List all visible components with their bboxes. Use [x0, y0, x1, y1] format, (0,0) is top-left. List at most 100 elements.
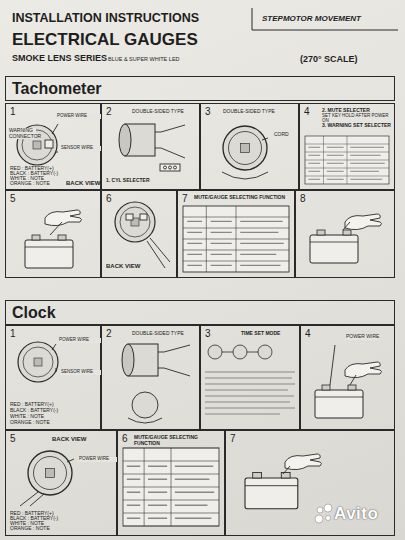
panel-note: DOUBLE-SIDED TYPE	[223, 109, 275, 115]
movement-type: STEPMOTOR MOVEMENT	[262, 15, 361, 24]
watermark-logo	[324, 504, 332, 512]
tacho-step2-figure	[160, 164, 180, 171]
step-number: 7	[230, 433, 236, 444]
clock-step4-figure	[315, 345, 382, 418]
step-number: 5	[10, 193, 16, 204]
tacho-step3-figure	[223, 126, 267, 170]
tacho-step6-figure	[115, 202, 155, 242]
clock-step7-figure	[245, 473, 298, 509]
section-title: Clock	[12, 304, 56, 322]
clock-step4-figure	[330, 345, 356, 385]
tacho-step2-figure	[169, 166, 172, 169]
step-panel: 7 MUTE/GAUGE SELECTING FUNCTION	[177, 190, 295, 278]
step-number: 1	[10, 106, 16, 117]
panel-note: POWER WIRE	[56, 114, 101, 119]
step-number: 2	[106, 328, 112, 339]
tacho-step1-figure	[52, 124, 58, 152]
tacho-step7-table	[183, 206, 289, 272]
clock-step7-figure	[245, 454, 322, 509]
clock-step3-figure	[208, 345, 222, 359]
clock-step5-figure	[28, 451, 72, 495]
step-number: 4	[305, 328, 311, 339]
panel-note: TIME SET MODE	[241, 331, 280, 337]
header-rule	[252, 8, 398, 30]
tacho-step5-figure	[25, 210, 82, 268]
step-number: 6	[122, 433, 128, 444]
tacho-step3-figure	[222, 172, 268, 179]
tacho-step8-figure	[345, 214, 382, 230]
clock-step3-figure	[258, 345, 272, 359]
tacho-step2-figure	[161, 125, 185, 158]
panel-note: MUTE/GAUGE SELECTING FUNCTION	[134, 435, 222, 446]
clock-step6-table	[123, 448, 219, 526]
panel-note: BLACK : BATTERY(-)	[10, 408, 58, 414]
step-number: 1	[10, 328, 16, 339]
watermark-logo	[315, 515, 323, 523]
panel-note: BACK VIEW	[106, 263, 140, 270]
series-note: BLUE & SUPER WHITE LED	[108, 56, 180, 62]
panel-note: WHITE : NOTE	[10, 414, 44, 420]
clock-step3-figure	[222, 352, 258, 353]
series-name: SMOKE LENS SERIES	[12, 54, 107, 64]
step-panel: 4POWER WIRE	[300, 325, 395, 430]
step-panel: 6 MUTE/GAUGE SELECTING FUNCTION	[117, 430, 225, 536]
tacho-step2-figure	[119, 124, 161, 156]
clock-step5-figure	[20, 459, 74, 506]
panel-note: 2. MUTE SELECTER	[322, 108, 392, 114]
panel-note: 1. CYL SELECTER	[106, 178, 150, 184]
step-number: 6	[106, 193, 112, 204]
step-panel: 5	[5, 190, 101, 278]
clock-step4-figure	[345, 362, 382, 378]
panel-note: POWER WIRE	[345, 334, 380, 340]
tacho-step3-figure	[222, 126, 268, 179]
tacho-step4-table	[305, 136, 389, 184]
step-panel: 2 DOUBLE-SIDED TYPE	[101, 325, 200, 430]
tacho-step2-figure	[164, 166, 167, 169]
step-panel: 3 TIME SET MODE	[200, 325, 300, 430]
tacho-step1-figure	[45, 140, 53, 148]
step-panel: 42. MUTE SELECTERSET KEY HOLD AFTER POWE…	[299, 103, 395, 190]
step-panel: 1POWER WIREWARNING CONNECTORSENSOR WIRER…	[5, 103, 101, 190]
clock-step5-figure	[20, 451, 74, 506]
scale-note: (270° SCALE)	[300, 55, 358, 65]
panel-note: POWER WIRE	[78, 457, 117, 462]
tacho-step2-figure	[119, 124, 185, 171]
clock-step1-figure	[52, 344, 56, 372]
step-panel: 6BACK VIEW	[101, 190, 177, 278]
tacho-step5-figure	[45, 210, 82, 226]
clock-step6-table	[123, 448, 219, 526]
step-panel: 5BACK VIEWPOWER WIRERED : BATTERY(+)BLAC…	[5, 430, 117, 536]
panel-note: WARNING CONNECTOR	[8, 128, 36, 139]
step-number: 8	[300, 193, 306, 204]
panel-note: BACK VIEW	[52, 436, 86, 443]
step-number: 4	[304, 106, 310, 117]
tacho-step5-figure	[25, 235, 73, 268]
section-band: Tachometer	[5, 76, 395, 101]
panel-note: DOUBLE-SIDED TYPE	[132, 331, 184, 337]
tacho-step6-figure	[140, 214, 147, 220]
panel-note: ORANGE : NOTE	[10, 420, 50, 426]
tacho-step8-figure	[310, 214, 382, 263]
panel-note: MUTE/GAUGE SELECTING FUNCTION	[194, 195, 292, 201]
clock-step2-figure	[122, 344, 164, 376]
watermark-logo	[315, 504, 332, 523]
panel-note: DOUBLE-SIDED TYPE	[132, 109, 184, 115]
step-panel: 2 DOUBLE-SIDED TYPE 1. CYL SELECTER	[101, 103, 200, 190]
tacho-step6-figure	[126, 214, 133, 220]
clock-step2-figure	[128, 418, 162, 423]
step-number: 3	[205, 328, 211, 339]
clock-step2-figure	[132, 392, 158, 418]
tacho-step7-table	[183, 206, 289, 272]
tacho-step6-figure	[147, 238, 170, 268]
tacho-step8-figure	[343, 222, 350, 230]
step-number: 7	[182, 193, 188, 204]
section-title: Tachometer	[12, 80, 102, 98]
tacho-step4-table	[305, 136, 389, 184]
tacho-step5-figure	[50, 222, 62, 235]
step-number: 2	[106, 106, 112, 117]
tacho-step2-figure	[174, 166, 177, 169]
tacho-step8-figure	[310, 230, 358, 263]
step-panel: 1POWER WIRESENSOR WIRERED : BATTERY(+)BL…	[5, 325, 101, 430]
clock-step3-figure	[205, 372, 295, 414]
clock-step7-figure	[285, 454, 322, 470]
